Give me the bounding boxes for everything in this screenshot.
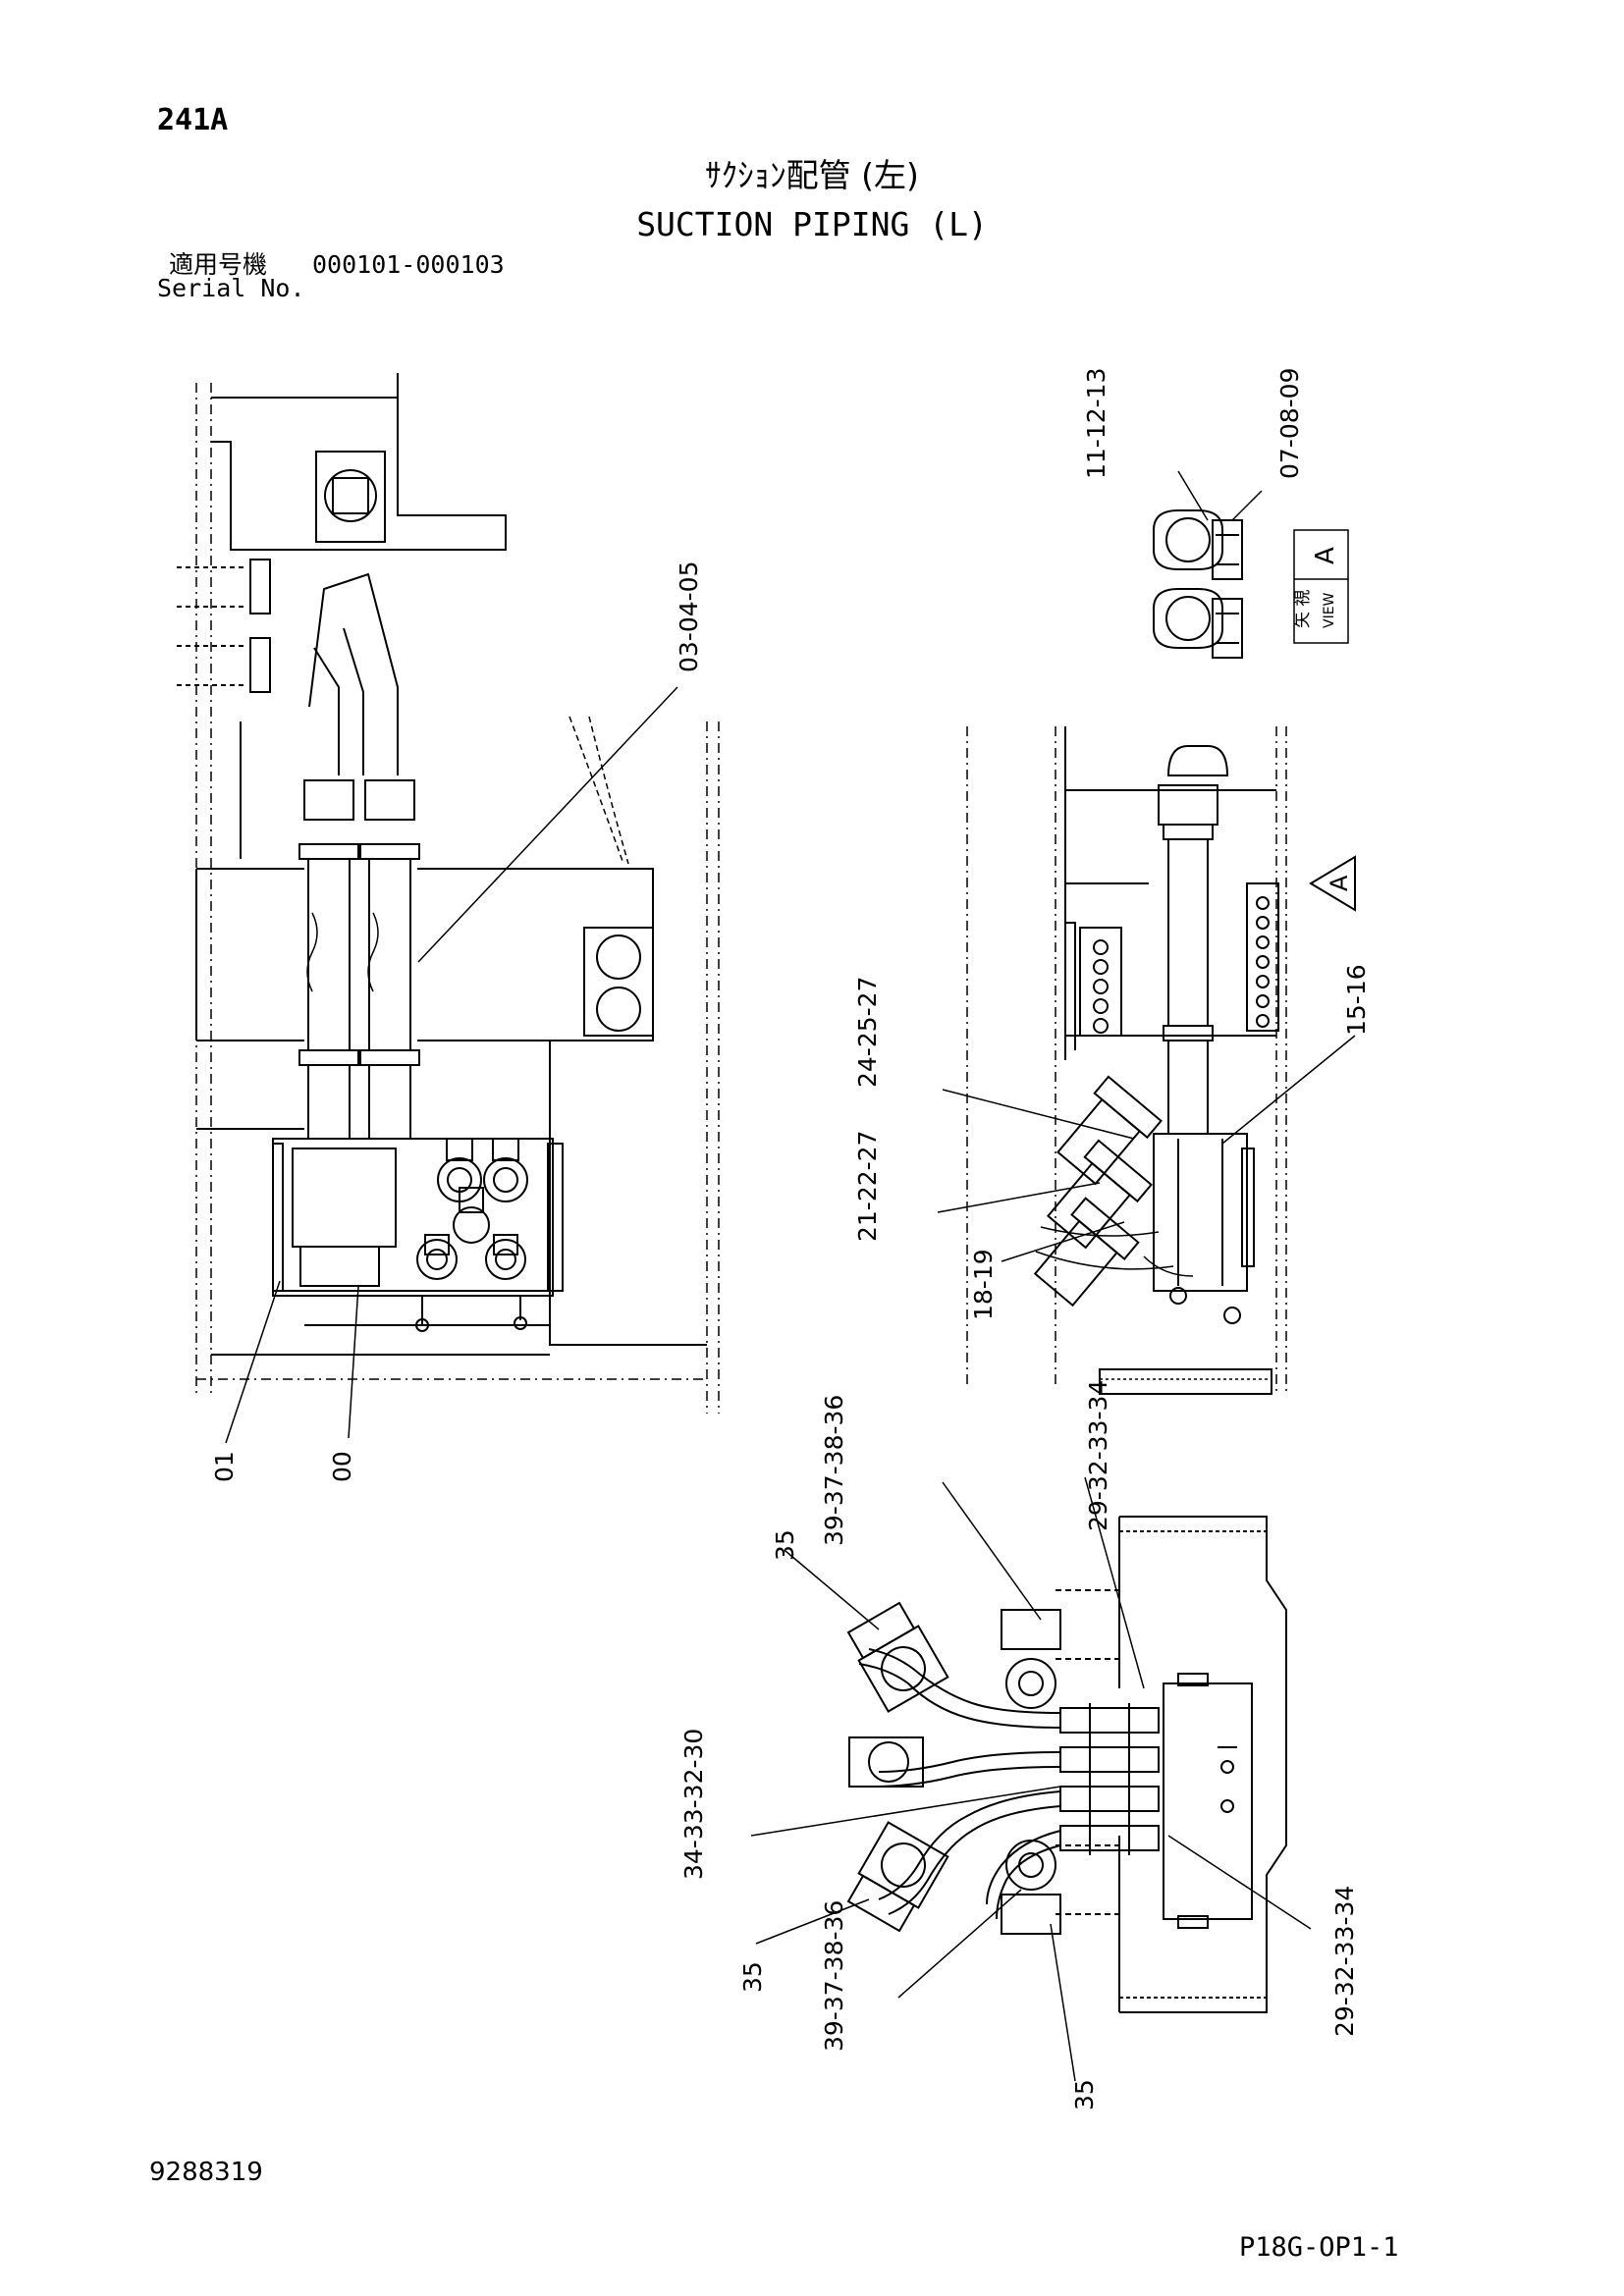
callout-39-37-38-36-top: 39-37-38-36 [820, 1395, 848, 1546]
callout-34-33-32-30: 34-33-32-30 [679, 1729, 708, 1880]
arrow-a-letter: A [1326, 875, 1353, 891]
view-a-clamp-detail [1153, 470, 1349, 659]
callout-29-32-33-34-bottom: 29-32-33-34 [1330, 1886, 1359, 2037]
document-number: 9288319 [149, 2158, 263, 2187]
callout-03-04-05: 03-04-05 [675, 561, 703, 672]
callout-07-08-09: 07-08-09 [1275, 368, 1304, 479]
title-english: SUCTION PIPING (L) [636, 205, 988, 243]
callout-labels: 11-12-13 07-08-09 03-04-05 15-16 24-25-2… [210, 368, 1371, 2110]
callout-35-bottom: 35 [1070, 2079, 1099, 2110]
callout-00: 00 [328, 1451, 356, 1482]
view-a-label-group: 矢 視 VIEW A A [1293, 547, 1353, 891]
callout-35-left: 35 [738, 1961, 767, 1993]
view-label-en: VIEW [1322, 592, 1337, 628]
view-label-letter: A [1311, 547, 1340, 564]
callout-11-12-13: 11-12-13 [1082, 368, 1110, 479]
plan-view-lower [750, 1476, 1312, 2082]
callout-18-19: 18-19 [969, 1249, 998, 1320]
callout-39-37-38-36-bottom: 39-37-38-36 [820, 1900, 848, 2052]
callout-15-16: 15-16 [1342, 964, 1371, 1036]
view-label-ja: 矢 視 [1293, 590, 1313, 628]
callout-01: 01 [210, 1451, 239, 1482]
serial-label-english: Serial No. [157, 274, 305, 302]
serial-range: 000101-000103 [312, 250, 505, 279]
callout-21-22-27: 21-22-27 [853, 1131, 882, 1242]
serial-label-japanese: 適用号機 [169, 250, 268, 279]
callout-35-top: 35 [771, 1529, 799, 1561]
title-japanese: ｻｸｼｮﾝ配管 (左) [705, 156, 919, 194]
callout-29-32-33-34-top: 29-32-33-34 [1084, 1380, 1112, 1531]
callout-24-25-27: 24-25-27 [853, 977, 882, 1088]
page-id: 241A [157, 103, 229, 137]
side-view-right [937, 726, 1356, 1395]
main-view-left [177, 373, 720, 1444]
sheet-code: P18G-OP1-1 [1239, 2232, 1399, 2263]
